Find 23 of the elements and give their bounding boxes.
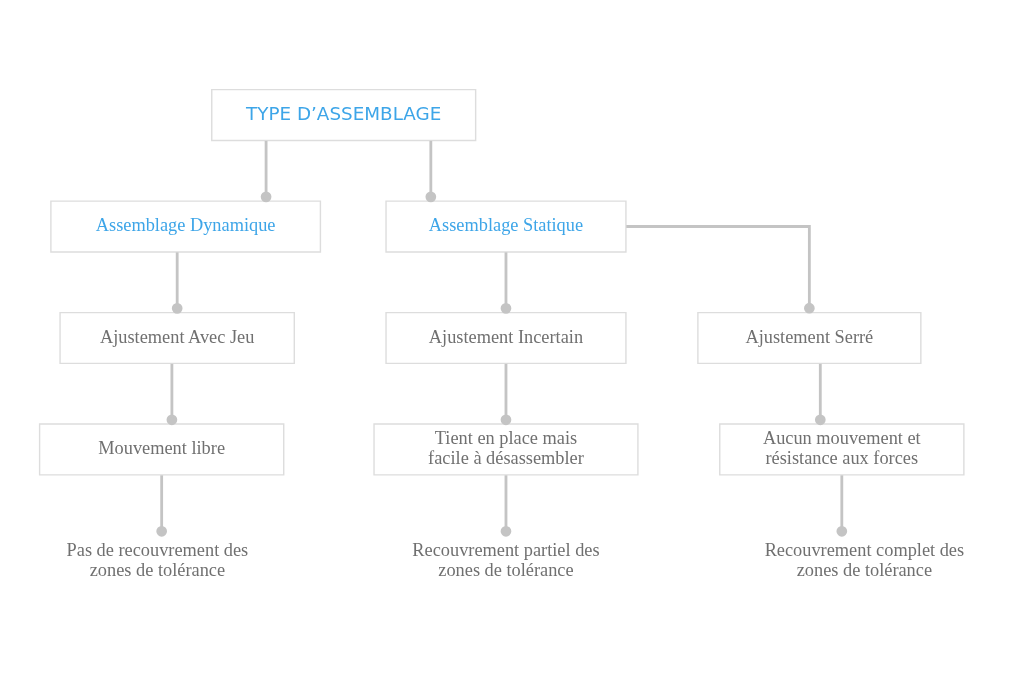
node-text: Pas de recouvrement des zones de tolérance: [66, 539, 248, 580]
connector: [500, 363, 511, 426]
connector: [500, 252, 511, 314]
connector: [424, 140, 436, 203]
node-box: Ajustement Serré: [696, 311, 922, 365]
node-box: Ajustement Avec Jeu: [58, 311, 295, 365]
node-box: Ajustement Incertain: [384, 311, 627, 365]
node-box: Assemblage Statique: [384, 200, 627, 253]
node-box: Assemblage Dynamique: [49, 200, 321, 253]
connector: [260, 140, 271, 203]
connector: [155, 475, 167, 537]
connector: [166, 363, 177, 426]
connector: [625, 225, 815, 314]
connector: [171, 252, 183, 314]
node-box: Aucun mouvement et résistance aux forces: [718, 423, 965, 476]
node-box: Tient en place mais facile à désassembler: [372, 423, 639, 476]
node-box: Mouvement libre: [38, 423, 284, 476]
node-box: TYPE D’ASSEMBLAGE: [210, 88, 476, 142]
connector: [835, 475, 847, 537]
node-text: Recouvrement complet des zones de tolérance: [764, 539, 964, 580]
connector: [500, 475, 511, 537]
connector: [814, 363, 826, 426]
node-text: Recouvrement partiel des zones de tolérance: [411, 539, 600, 580]
